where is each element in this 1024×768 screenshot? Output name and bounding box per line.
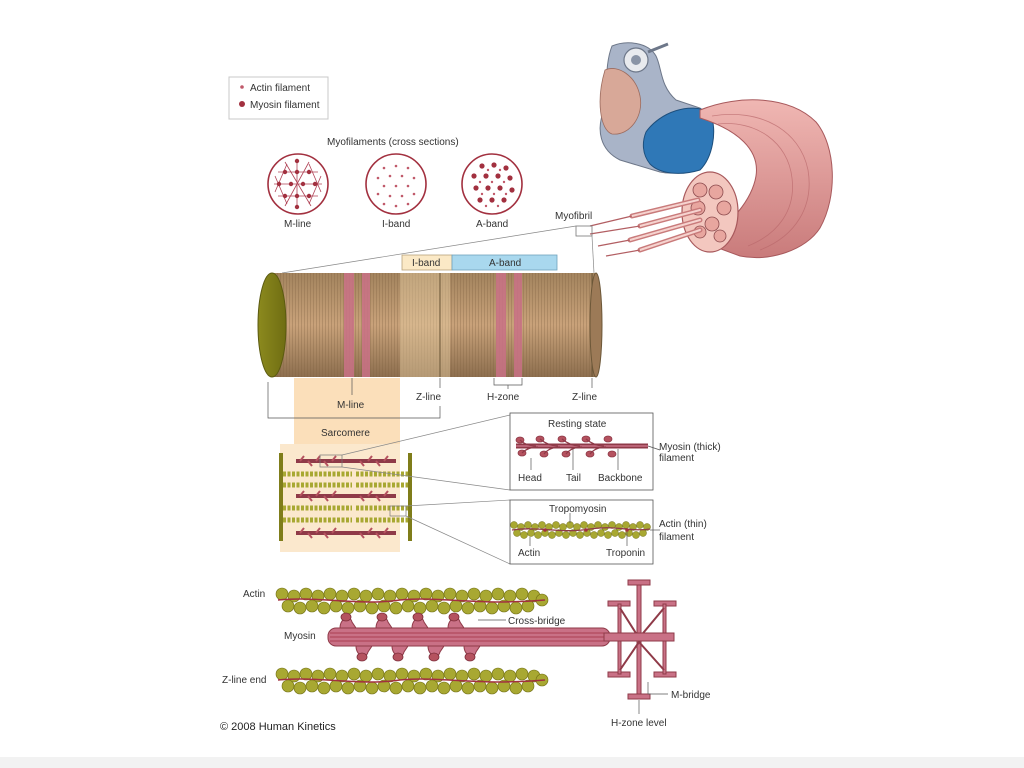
copyright: © 2008 Human Kinetics [220, 721, 336, 733]
tropo-troponin-label: Troponin [606, 548, 645, 559]
myosin-legend-dot [239, 101, 245, 107]
resting-backbone-label: Backbone [598, 473, 643, 484]
tropo-actin-label: Actin [518, 548, 540, 559]
projection-lines [281, 225, 595, 274]
myosin-thick-label: Myosin (thick) [659, 442, 721, 453]
sarcomere-highlight [294, 378, 400, 444]
m-bridge-label: M-bridge [671, 690, 711, 701]
myofibril-label: Myofibril [555, 211, 592, 222]
resting-tail-label: Tail [566, 473, 581, 484]
tropomyosin-title: Tropomyosin [549, 504, 606, 515]
band-headers: I-band A-band [401, 254, 558, 271]
cross-section-i-band [365, 153, 427, 215]
bottom-actin-label: Actin [243, 589, 265, 600]
legend-myosin: Myosin filament [250, 100, 320, 111]
tropomyosin-panel: Tropomyosin Actin Troponin [509, 499, 660, 565]
legend-actin: Actin filament [250, 83, 310, 94]
resting-state-panel: Resting state Head Tail Backbone [509, 412, 661, 491]
myosin-filament-detail [327, 612, 611, 662]
crossbridge-detail [275, 579, 677, 714]
actin-legend-dot [240, 85, 244, 89]
a-band-box [451, 254, 558, 271]
legend: Actin filament Myosin filament [228, 76, 329, 120]
bottom-myosin-label: Myosin [284, 631, 316, 642]
i-band-label: I-band [412, 258, 440, 269]
bottom-strip [0, 757, 1024, 768]
cross-bridge-label: Cross-bridge [508, 616, 566, 627]
actin-thin-label-2: filament [659, 532, 694, 543]
sarcomere-label: Sarcomere [321, 428, 370, 439]
actin-strand-top [275, 587, 549, 615]
h-zone-level-label: H-zone level [611, 718, 667, 729]
arm-muscle-illustration: Myofibril [555, 42, 833, 259]
resting-state-title: Resting state [548, 419, 607, 430]
myosin-thick-label-2: filament [659, 453, 694, 464]
z-line-label-2: Z-line [572, 392, 597, 403]
bottom-zline-end-label: Z-line end [222, 675, 266, 686]
sarcomere-zoom [279, 414, 511, 565]
cross-sections-title: Myofilaments (cross sections) [327, 137, 459, 148]
cross-sections: Myofilaments (cross sections) M-line [267, 137, 523, 230]
m-bridge-structure [603, 579, 677, 700]
cross-section-a-band [461, 153, 523, 215]
legend-box [228, 76, 329, 120]
actin-thin-label: Actin (thin) [659, 519, 707, 530]
actin-strand-bottom [275, 667, 549, 695]
cross-section-label-a-band: A-band [476, 219, 508, 230]
m-line-label: M-line [337, 400, 365, 411]
cross-section-m-line [267, 153, 329, 215]
cross-section-label-i-band: I-band [382, 219, 410, 230]
h-zone-label: H-zone [487, 392, 520, 403]
myofibril-cylinder [257, 272, 603, 378]
myofibril-labels: M-line Z-line H-zone Z-line Sarcomere [267, 378, 597, 439]
cross-section-label-m-line: M-line [284, 219, 312, 230]
a-band-label: A-band [489, 258, 521, 269]
z-line-label-1: Z-line [416, 392, 441, 403]
resting-head-label: Head [518, 473, 542, 484]
